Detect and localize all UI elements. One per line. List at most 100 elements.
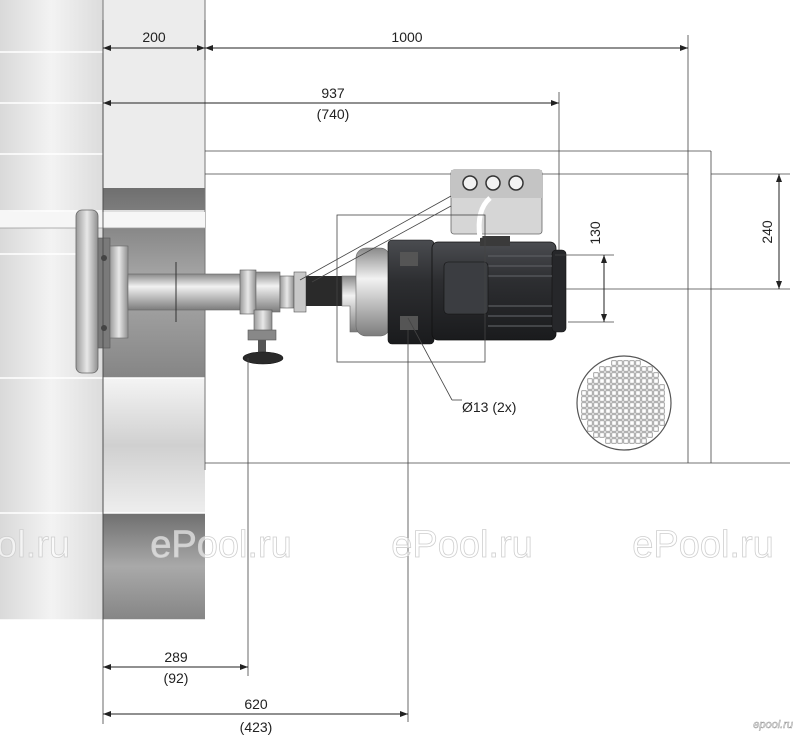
base-footprint-outline xyxy=(336,214,486,363)
watermark-2: ePool.ru xyxy=(150,524,292,566)
grate-cell xyxy=(635,432,641,438)
grate-cell xyxy=(593,384,599,390)
grate-cell xyxy=(647,366,653,372)
grate-cell xyxy=(647,432,653,438)
grate-cell xyxy=(635,402,641,408)
grate-cell xyxy=(629,384,635,390)
dimension-lines xyxy=(102,20,790,724)
grate-cell xyxy=(617,414,623,420)
grate-cell xyxy=(593,378,599,384)
grate-cell xyxy=(611,426,617,432)
grate-cell xyxy=(653,372,659,378)
grate-cell xyxy=(623,408,629,414)
pump-strainer-housing xyxy=(355,239,435,345)
grate-cell xyxy=(605,372,611,378)
grate-cell xyxy=(635,438,641,444)
grate-cell xyxy=(635,408,641,414)
grate-cell xyxy=(641,420,647,426)
dim-foot-distance-alt: (423) xyxy=(240,719,273,735)
grate-cell xyxy=(641,426,647,432)
grate-cell xyxy=(605,408,611,414)
grate-cell xyxy=(647,402,653,408)
grate-cell xyxy=(629,396,635,402)
grate-cell xyxy=(629,408,635,414)
grate-cell xyxy=(611,378,617,384)
grate-cell xyxy=(629,360,635,366)
grate-cell xyxy=(599,390,605,396)
grate-cell xyxy=(617,420,623,426)
grate-cell xyxy=(617,432,623,438)
grate-cell xyxy=(629,390,635,396)
grate-cell xyxy=(611,432,617,438)
grate-cell xyxy=(623,438,629,444)
grate-cell xyxy=(629,372,635,378)
dim-clearance-total: 1000 xyxy=(391,29,422,45)
grate-cell xyxy=(647,372,653,378)
grate-cell xyxy=(593,420,599,426)
grate-cell xyxy=(617,372,623,378)
grate-cell xyxy=(605,438,611,444)
grate-cell xyxy=(611,372,617,378)
grate-cell xyxy=(647,396,653,402)
grate-cell xyxy=(641,408,647,414)
grate-cell xyxy=(629,378,635,384)
grate-cell xyxy=(653,408,659,414)
dim-bolt-holes: Ø13 (2x) xyxy=(462,399,516,415)
grate-cell xyxy=(605,402,611,408)
dimension-labels: 200 1000 937 (740) 130 240 Ø13 (2x) 289 … xyxy=(142,29,775,735)
grate-cell xyxy=(617,396,623,402)
grate-cell xyxy=(659,408,665,414)
grate-cell xyxy=(605,426,611,432)
grate-cell xyxy=(593,408,599,414)
grate-cell xyxy=(611,366,617,372)
grate-cell xyxy=(629,402,635,408)
grate-cell xyxy=(635,426,641,432)
grate-cell xyxy=(617,360,623,366)
grate-cell xyxy=(581,402,587,408)
grate-cell xyxy=(629,438,635,444)
grate-cell xyxy=(623,402,629,408)
grate-cell xyxy=(623,390,629,396)
grate-cell xyxy=(581,396,587,402)
grate-cell xyxy=(641,384,647,390)
grate-cell xyxy=(593,402,599,408)
grate-cell xyxy=(611,396,617,402)
dim-box-height: 240 xyxy=(759,220,775,244)
grate-cell xyxy=(587,390,593,396)
grate-cell xyxy=(623,372,629,378)
grate-cell xyxy=(635,366,641,372)
grate-cell xyxy=(605,414,611,420)
grate-cell xyxy=(659,402,665,408)
grate-cell xyxy=(611,390,617,396)
dim-foot-distance: 620 xyxy=(244,696,268,712)
grate-cell xyxy=(587,414,593,420)
grate-cell xyxy=(635,384,641,390)
grate-cell xyxy=(635,420,641,426)
grate-cell xyxy=(599,384,605,390)
grate-cell xyxy=(641,390,647,396)
grate-cell xyxy=(647,384,653,390)
grate-cell xyxy=(629,414,635,420)
floor-drain-grate xyxy=(576,355,672,451)
grate-cell xyxy=(593,414,599,420)
grate-cell xyxy=(647,378,653,384)
grate-cell xyxy=(623,384,629,390)
grate-cell xyxy=(605,390,611,396)
grate-cell xyxy=(593,390,599,396)
grate-cell xyxy=(581,408,587,414)
grate-cell xyxy=(605,396,611,402)
grate-cell xyxy=(635,372,641,378)
grate-cell xyxy=(611,420,617,426)
grate-cell xyxy=(599,366,605,372)
grate-cell xyxy=(647,390,653,396)
grate-cell xyxy=(599,414,605,420)
grate-cell xyxy=(599,372,605,378)
grate-cell xyxy=(641,432,647,438)
grate-cell xyxy=(635,396,641,402)
grate-cell xyxy=(617,438,623,444)
grate-cell xyxy=(617,384,623,390)
grate-cell xyxy=(641,378,647,384)
grate-cell xyxy=(599,402,605,408)
control-box xyxy=(299,169,543,283)
brand-mark: epool.ru xyxy=(753,719,793,731)
